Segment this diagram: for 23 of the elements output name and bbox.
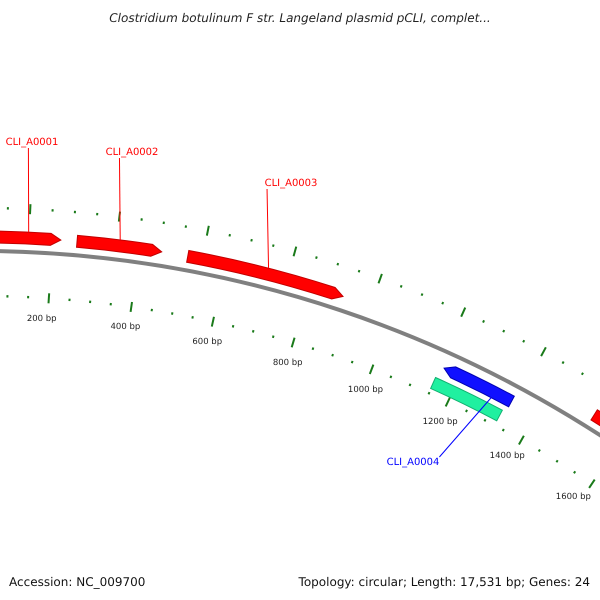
leader-line xyxy=(266,188,270,269)
map-title: Clostridium botulinum F str. Langeland plasmid pCLI, complet... xyxy=(109,12,491,26)
gene-label: CLI_A0003 xyxy=(264,178,318,189)
gene-label: CLI_A0002 xyxy=(106,147,158,158)
scale-label: 1400 bp xyxy=(490,452,525,462)
scale-label: 400 bp xyxy=(110,323,140,333)
scale-label: 800 bp xyxy=(272,358,303,368)
gene-feature-bar xyxy=(76,234,162,257)
scale-label: 1000 bp xyxy=(348,386,384,395)
gene-feature-bar xyxy=(0,230,62,248)
scale-label: 1200 bp xyxy=(422,418,458,427)
gene-feature-bar xyxy=(186,250,344,300)
gene-feature-bar xyxy=(444,366,515,408)
leader-line xyxy=(118,158,121,240)
gene-label: CLI_A0004 xyxy=(386,457,440,468)
accession-text: Accession: NC_009700 xyxy=(9,576,146,590)
leader-line xyxy=(28,148,30,233)
map-summary-text: Topology: circular; Length: 17,531 bp; Genes: 24 xyxy=(298,576,590,590)
gene-label: CLI_A0001 xyxy=(6,137,58,148)
scale-label: 1600 bp xyxy=(556,492,591,502)
scale-label: 200 bp xyxy=(26,314,57,324)
scale-label: 600 bp xyxy=(192,338,222,348)
leader-line xyxy=(438,397,492,458)
